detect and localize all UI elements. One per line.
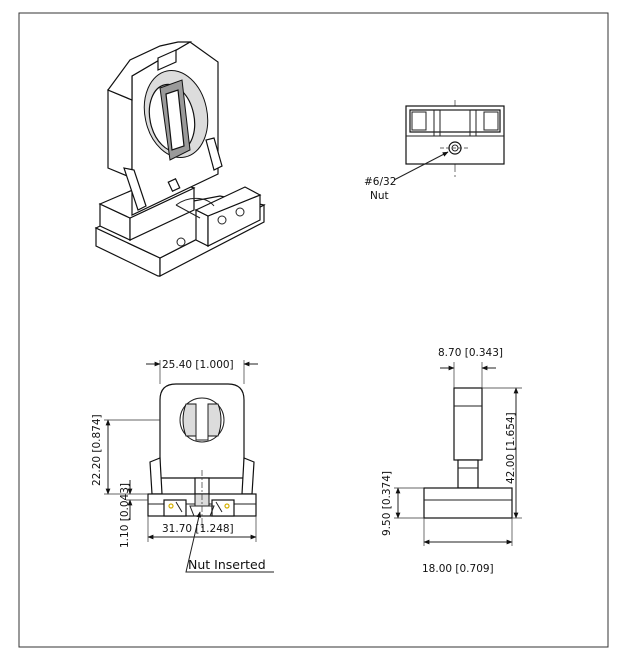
side-width-base-label: 18.00 [0.709] [422, 563, 494, 575]
side-width-top-label: 8.70 [0.343] [438, 347, 503, 359]
nut-label-line1: #6/32 [364, 176, 396, 188]
front-view [104, 360, 274, 573]
nut-label-line2: Nut [370, 190, 389, 202]
front-height-body-label: 22.20 [0.874] [91, 414, 103, 486]
front-width-top-label: 25.40 [1.000] [162, 359, 234, 371]
side-height-base-label: 9.50 [0.374] [381, 471, 393, 536]
top-view [393, 100, 505, 181]
isometric-view [94, 41, 266, 277]
side-view [394, 362, 522, 546]
side-height-total-label: 42.00 [1.654] [505, 412, 517, 484]
sheet-border [18, 12, 609, 648]
front-height-base-label: 1.10 [0.043] [119, 483, 131, 548]
nut-inserted-label: Nut Inserted [188, 557, 266, 572]
front-width-base-label: 31.70 [1.248] [162, 523, 234, 535]
